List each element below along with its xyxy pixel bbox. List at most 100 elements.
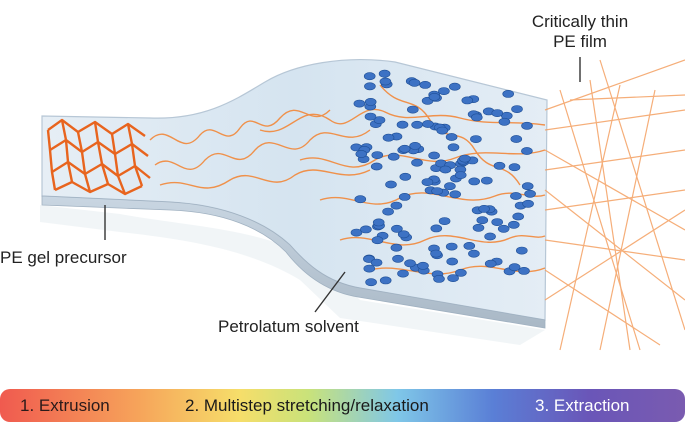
crystal-bead bbox=[446, 257, 459, 266]
crystal-bead bbox=[390, 243, 403, 252]
crystal-bead bbox=[397, 230, 410, 239]
crystal-bead bbox=[497, 224, 510, 233]
crystal-bead bbox=[438, 217, 451, 225]
crystal-bead bbox=[419, 81, 432, 89]
crystal-bead bbox=[430, 249, 442, 258]
crystal-bead bbox=[350, 228, 363, 237]
crystal-bead bbox=[360, 225, 372, 234]
crystal-bead bbox=[454, 171, 467, 179]
gel-precursor-label: PE gel precursor bbox=[0, 248, 127, 267]
crystal-bead bbox=[447, 143, 460, 152]
crystal-bead bbox=[521, 121, 533, 130]
crystal-bead bbox=[430, 224, 443, 233]
stage-stretching: 2. Multistep stretching/relaxation bbox=[185, 396, 429, 415]
crystal-bead bbox=[398, 192, 411, 201]
crystal-bead bbox=[468, 177, 481, 186]
stage-bar bbox=[0, 389, 685, 422]
crystal-bead bbox=[398, 144, 411, 153]
crystal-bead bbox=[524, 189, 536, 198]
crystal-bead bbox=[399, 172, 412, 181]
stage-extrusion: 1. Extrusion bbox=[20, 396, 110, 415]
gel-network bbox=[46, 118, 151, 196]
stage-extraction: 3. Extraction bbox=[535, 396, 630, 415]
crystal-bead bbox=[468, 249, 480, 258]
crystal-bead bbox=[455, 268, 467, 277]
thin-film-label: Critically thin PE film bbox=[518, 12, 642, 52]
crystal-bead bbox=[438, 87, 450, 95]
crystal-bead bbox=[409, 141, 421, 150]
crystal-bead bbox=[422, 120, 434, 128]
crystal-bead bbox=[397, 269, 409, 278]
crystal-bead bbox=[391, 224, 403, 233]
film-edge bbox=[41, 195, 546, 329]
crystal-bead bbox=[511, 105, 523, 113]
crystal-bead bbox=[371, 236, 384, 245]
crystal-bead bbox=[508, 163, 521, 172]
crystal-bead bbox=[472, 223, 485, 232]
crystal-bead bbox=[354, 195, 367, 204]
crystal-bead bbox=[392, 254, 404, 263]
solvent-label: Petrolatum solvent bbox=[218, 317, 359, 336]
crystal-bead bbox=[502, 90, 515, 98]
crystal-bead bbox=[480, 176, 493, 185]
crystal-bead bbox=[370, 162, 383, 171]
crystal-bead bbox=[406, 105, 419, 114]
crystal-bead bbox=[491, 109, 504, 117]
thin-film-label-line2: PE film bbox=[553, 32, 607, 51]
crystal-bead bbox=[491, 218, 504, 226]
crystal-bead bbox=[521, 147, 533, 155]
crystal-bead bbox=[445, 242, 458, 251]
crystal-bead bbox=[510, 192, 522, 200]
crystal-bead bbox=[355, 150, 368, 158]
crystal-bead bbox=[378, 69, 391, 78]
crystal-bead bbox=[387, 152, 400, 161]
crystal-bead bbox=[373, 116, 386, 124]
crystal-bead bbox=[371, 151, 384, 159]
crystal-bead bbox=[461, 96, 474, 105]
crystal-bead bbox=[411, 158, 423, 167]
crystal-bead bbox=[515, 246, 528, 255]
crystal-bead bbox=[370, 258, 383, 267]
crystal-bead bbox=[512, 212, 525, 221]
crystal-bead bbox=[364, 82, 376, 91]
crystal-bead bbox=[493, 161, 506, 170]
crystal-bead bbox=[411, 120, 423, 129]
crystal-bead bbox=[507, 220, 520, 229]
crystal-bead bbox=[396, 120, 409, 129]
crystal-bead bbox=[470, 113, 483, 122]
crystal-bead bbox=[421, 178, 434, 186]
crystal-bead bbox=[449, 190, 462, 199]
film-shadow bbox=[40, 205, 545, 345]
crystal-bead bbox=[404, 259, 416, 268]
crystal-bead bbox=[448, 82, 461, 91]
crystal-bead bbox=[498, 117, 511, 126]
crystal-bead bbox=[470, 135, 482, 143]
crystal-bead bbox=[390, 201, 403, 210]
crystal-bead bbox=[379, 77, 392, 86]
crystal-bead bbox=[433, 274, 445, 283]
crystal-bead bbox=[364, 112, 377, 121]
crystal-bead bbox=[431, 187, 443, 195]
crystal-bead bbox=[463, 241, 476, 250]
crystal-bead bbox=[385, 180, 397, 189]
crystal-bead bbox=[478, 204, 490, 213]
thin-film-label-line1: Critically thin bbox=[531, 12, 629, 31]
crystal-bead bbox=[476, 216, 489, 225]
crystal-bead bbox=[508, 263, 521, 272]
crystal-bead bbox=[353, 99, 366, 108]
crystal-bead bbox=[522, 199, 534, 208]
crystal-bead bbox=[458, 154, 471, 163]
crystal-bead bbox=[372, 218, 385, 227]
crystal-bead bbox=[365, 278, 377, 287]
crystal-bead bbox=[363, 264, 376, 273]
thin-film-fibers bbox=[544, 59, 685, 351]
crystal-bead bbox=[417, 261, 429, 270]
solvent-leader bbox=[314, 271, 346, 313]
crystal-bead bbox=[439, 165, 452, 174]
crystal-bead bbox=[379, 276, 392, 285]
crystal-bead bbox=[521, 182, 534, 191]
crystal-bead bbox=[428, 93, 441, 101]
crystal-lamellae bbox=[350, 69, 536, 287]
crystal-bead bbox=[408, 78, 421, 87]
